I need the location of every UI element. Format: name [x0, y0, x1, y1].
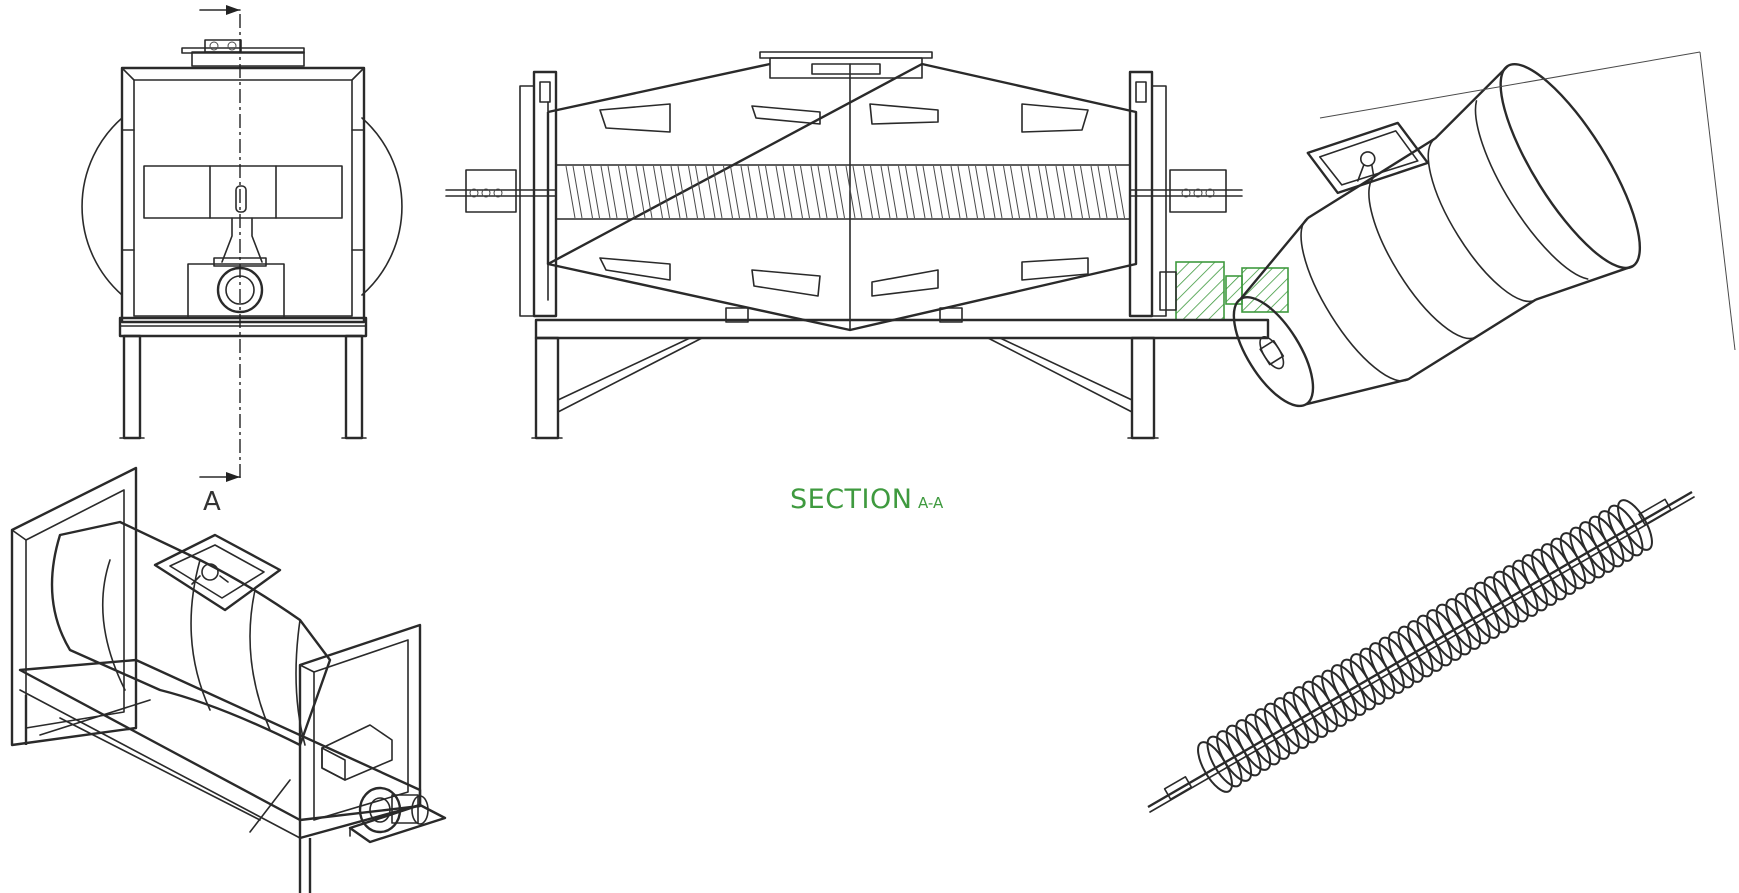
coil-turn — [1607, 504, 1644, 557]
front-view — [81, 39, 403, 440]
auger-flight — [950, 165, 968, 219]
auger-flight — [723, 165, 740, 219]
auger-flight — [1003, 165, 1020, 219]
auger-flight — [1055, 165, 1073, 219]
auger-flight — [933, 165, 950, 219]
auger-flight — [688, 165, 705, 219]
auger-flight — [1020, 165, 1038, 219]
auger-flight — [1073, 165, 1090, 219]
section-a-a-view — [445, 51, 1289, 440]
auger-flight — [810, 165, 828, 219]
assembly-isometric-view — [10, 466, 447, 893]
auger-flight — [653, 165, 670, 219]
heating-coil-isometric-view — [1147, 490, 1695, 813]
drum-isometric-view — [1232, 63, 1642, 408]
auger-flight — [600, 165, 618, 219]
coil-turns — [1197, 499, 1653, 793]
coil-turn — [1617, 499, 1653, 551]
auger-flight — [583, 165, 600, 219]
auger-flight — [793, 165, 810, 219]
auger-flight — [863, 165, 880, 219]
auger-flight — [845, 165, 863, 219]
auger-flight — [1108, 165, 1125, 219]
section-marker-label: A — [203, 487, 221, 517]
auger-flight — [880, 165, 898, 219]
auger-coil — [565, 165, 1125, 219]
section-title: SECTION A-A — [790, 484, 944, 515]
auger-flight — [1038, 165, 1055, 219]
auger-flight — [775, 165, 793, 219]
auger-flight — [670, 165, 688, 219]
auger-flight — [740, 165, 758, 219]
auger-flight — [1090, 165, 1108, 219]
section-cut-line: A — [199, 5, 241, 517]
auger-flight — [758, 165, 775, 219]
auger-flight — [828, 165, 845, 219]
auger-flight — [985, 165, 1003, 219]
section-title-text: SECTION — [790, 484, 912, 515]
auger-flight — [635, 165, 653, 219]
section-title-suffix: A-A — [918, 494, 944, 512]
auger-flight — [705, 165, 723, 219]
auger-flight — [898, 165, 915, 219]
auger-flight — [968, 165, 985, 219]
auger-flight — [915, 165, 933, 219]
auger-flight — [618, 165, 635, 219]
auger-flight — [565, 165, 583, 219]
section-arrow-icon — [226, 472, 240, 482]
